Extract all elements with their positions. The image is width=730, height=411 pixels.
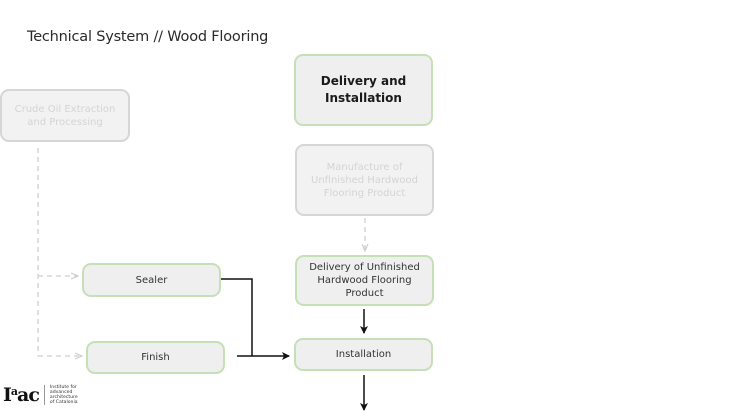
node-sealer: Sealer — [82, 263, 221, 297]
logo-mark: Iaac — [3, 384, 40, 406]
iaac-logo: Iaac Institute for advanced architecture… — [3, 384, 78, 406]
logo-text: Institute for advanced architecture of C… — [49, 384, 78, 406]
arrow-sealer-to-installation — [221, 278, 253, 356]
node-delivery-and-installation: Delivery and Installation — [294, 54, 433, 126]
node-crude-oil: Crude Oil Extraction and Processing — [0, 89, 130, 142]
logo-divider — [43, 385, 45, 405]
node-delivery-unfinished: Delivery of Unfinished Hardwood Flooring… — [295, 255, 434, 306]
node-finish: Finish — [86, 341, 225, 374]
page-title: Technical System // Wood Flooring — [27, 29, 269, 45]
node-manufacture: Manufacture of Unfinished Hardwood Floor… — [295, 144, 434, 216]
node-installation: Installation — [294, 338, 433, 371]
